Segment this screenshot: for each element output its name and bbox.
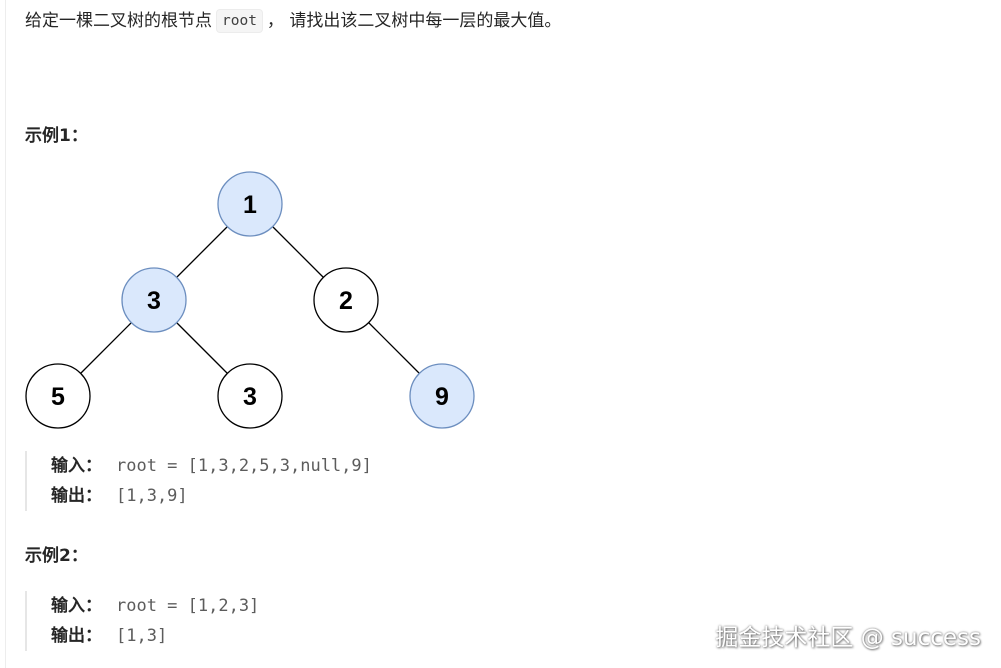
example-2-output-line: 输出： [1,3] bbox=[51, 621, 259, 651]
tree-node-n9: 9 bbox=[409, 363, 475, 429]
example-1-io-block: 输入： root = [1,3,2,5,3,null,9] 输出： [1,3,9] bbox=[25, 451, 372, 511]
tree-node-label: 9 bbox=[435, 383, 449, 411]
tree-node-label: 1 bbox=[243, 191, 257, 219]
example-2-input-label: 输入： bbox=[51, 596, 102, 616]
example-2-input-line: 输入： root = [1,2,3] bbox=[51, 591, 259, 621]
example-2-output-value: [1,3] bbox=[116, 626, 168, 646]
example-1-input-label: 输入： bbox=[51, 456, 102, 476]
tree-edge-n1-n3a bbox=[176, 226, 228, 278]
tree-node-n1: 1 bbox=[217, 171, 283, 237]
tree-node-circle bbox=[313, 267, 379, 333]
tree-edge-n2-n9 bbox=[368, 322, 420, 374]
tree-edge-n1-n2 bbox=[272, 226, 324, 278]
tree-node-circle bbox=[25, 363, 91, 429]
example-2-io-block: 输入： root = [1,2,3] 输出： [1,3] bbox=[25, 591, 259, 651]
tree-node-n2: 2 bbox=[313, 267, 379, 333]
binary-tree-svg: 1 3 2 5 3 9 bbox=[25, 171, 475, 429]
tree-node-label: 5 bbox=[51, 383, 65, 411]
description-text-after: ， 请找出该二叉树中每一层的最大值。 bbox=[266, 11, 562, 31]
tree-node-circle bbox=[217, 171, 283, 237]
tree-node-circle bbox=[217, 363, 283, 429]
example-2-title: 示例2： bbox=[25, 546, 88, 566]
example-1-input-line: 输入： root = [1,3,2,5,3,null,9] bbox=[51, 451, 372, 481]
tree-node-label: 3 bbox=[243, 383, 257, 411]
tree-node-n3a: 3 bbox=[121, 267, 187, 333]
inline-code-root: root bbox=[216, 9, 263, 33]
tree-node-circle bbox=[409, 363, 475, 429]
example-2-output-label: 输出： bbox=[51, 626, 102, 646]
tree-node-n5: 5 bbox=[25, 363, 91, 429]
example-1-output-label: 输出： bbox=[51, 486, 102, 506]
description-text-before: 给定一棵二叉树的根节点 bbox=[25, 11, 212, 31]
tree-node-label: 3 bbox=[147, 287, 161, 315]
content-left-border bbox=[5, 0, 6, 668]
tree-node-circle bbox=[121, 267, 187, 333]
example-1-input-value: root = [1,3,2,5,3,null,9] bbox=[116, 456, 372, 476]
tree-edge-n3a-n3b bbox=[176, 322, 228, 374]
tree-edge-n3a-n5 bbox=[80, 322, 132, 374]
example-1-output-value: [1,3,9] bbox=[116, 486, 188, 506]
example-1-output-line: 输出： [1,3,9] bbox=[51, 481, 372, 511]
watermark-text: 掘金技术社区 @ success bbox=[715, 625, 981, 651]
example-2-input-value: root = [1,2,3] bbox=[116, 596, 260, 616]
tree-node-n3b: 3 bbox=[217, 363, 283, 429]
example-1-tree-diagram: 1 3 2 5 3 9 bbox=[0, 160, 520, 444]
example-1-title: 示例1： bbox=[25, 126, 88, 146]
tree-node-label: 2 bbox=[339, 287, 353, 315]
